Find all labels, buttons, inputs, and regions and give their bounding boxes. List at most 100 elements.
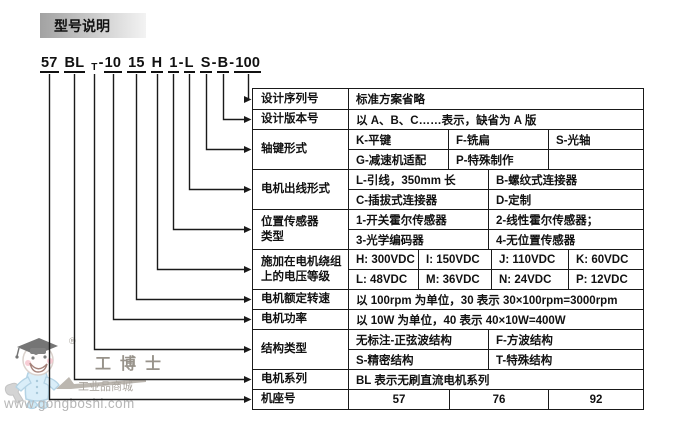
arrow-icon: [244, 346, 252, 353]
watermark: ® 工博士 工业品商城 www.gongboshi.com: [0, 330, 180, 427]
code-part-10: 10: [103, 55, 123, 73]
row-label: 结构类型: [253, 330, 349, 369]
table-cell: D-定制: [488, 190, 643, 209]
code-dash: -: [229, 55, 235, 71]
row-label: 电机功率: [253, 310, 349, 329]
table-cell: K-平键: [356, 134, 392, 147]
table-cell: 标准方案省略: [356, 94, 425, 106]
arrow-icon: [244, 146, 252, 153]
table-cell: S-光轴: [548, 130, 643, 149]
connector-line: [205, 74, 245, 151]
table-cell: 以 100rpm 为单位，30 表示 30×100rpm=3000rpm: [356, 294, 618, 307]
table-cell: L-引线，350mm 长: [356, 174, 456, 187]
brand-tagline: 工业品商城: [78, 381, 133, 393]
table-cell: 1-开关霍尔传感器: [356, 214, 447, 227]
table-cell: 3-光学编码器: [356, 234, 424, 247]
code-part-B: B: [216, 55, 230, 73]
code-part-57: 57: [40, 55, 59, 73]
code-part-100: 100: [234, 55, 262, 73]
table-cell: C-插拔式连接器: [356, 194, 438, 207]
connector-line: [188, 74, 245, 191]
table-cell: M: 36VDC: [418, 270, 491, 289]
row-label: 设计版本号: [253, 110, 349, 129]
row-label: 电机出线形式: [253, 170, 349, 209]
arrow-icon: [244, 116, 252, 123]
table-cell: S-精密结构: [356, 354, 414, 367]
row-label: 施加在电机绕组上的电压等级: [253, 250, 349, 289]
row-label: 设计序列号: [253, 89, 349, 109]
row-label: 轴键形式: [253, 130, 349, 169]
row-label: 电机额定转速: [253, 290, 349, 309]
connector-line: [135, 74, 245, 301]
table-cell: 2-线性霍尔传感器；: [488, 210, 643, 229]
table-cell: P: 12VDC: [568, 270, 643, 289]
table-row: 电机系列 BL 表示无刷直流电机系列: [253, 369, 643, 389]
row-label: 电机系列: [253, 370, 349, 389]
table-cell: H: 300VDC: [356, 253, 415, 266]
arrow-icon: [244, 226, 252, 233]
arrow-icon: [244, 266, 252, 273]
connector-line: [156, 74, 245, 271]
code-dash: -: [178, 55, 184, 71]
table-cell: [548, 150, 643, 169]
table-row: 设计序列号标准方案省略: [253, 89, 643, 109]
arrow-icon: [244, 186, 252, 193]
arrow-icon: [244, 316, 252, 323]
table-cell: F-铣扁: [448, 130, 548, 149]
table-cell: G-减速机适配: [356, 154, 427, 167]
model-code: 57 BL T-10 15 H 1-L S-B-100: [40, 55, 262, 74]
table-cell: K: 60VDC: [568, 250, 643, 269]
table-cell: I: 150VDC: [418, 250, 491, 269]
table-cell: T-特殊结构: [488, 350, 643, 369]
table-row: 电机出线形式 L-引线，350mm 长 B-螺纹式连接器 C-插拔式连接器 D-定制: [253, 169, 643, 209]
table-cell: 以 10W 为单位，40 表示 40×10W=400W: [356, 314, 566, 327]
connector-line: [112, 74, 245, 321]
arrow-icon: [244, 96, 252, 103]
brand-name: 工博士: [95, 356, 171, 373]
table-cell: 无标注-正弦波结构: [356, 334, 452, 347]
connector-line: [93, 74, 245, 351]
table-row: 位置传感器类型 1-开关霍尔传感器 2-线性霍尔传感器； 3-光学编码器 4-无位置传感…: [253, 209, 643, 249]
code-part-L: L: [183, 55, 195, 73]
arrow-icon: [244, 376, 252, 383]
arrow-icon: [244, 396, 252, 403]
table-cell: L: 48VDC: [356, 273, 408, 286]
code-part-T: T: [91, 62, 98, 73]
table-cell: B-螺纹式连接器: [488, 170, 643, 189]
table-cell: 76: [449, 390, 548, 409]
code-dash: -: [211, 55, 217, 71]
connector-line: [245, 74, 250, 101]
code-part-1: 1: [168, 55, 179, 73]
registered-mark: ®: [69, 336, 76, 346]
code-part-H: H: [150, 55, 164, 73]
section-title-box: 型号说明: [40, 13, 146, 38]
code-part-BL: BL: [63, 55, 86, 73]
row-label: 位置传感器类型: [253, 210, 349, 249]
table-cell: BL 表示无刷直流电机系列: [356, 374, 490, 387]
code-part-15: 15: [127, 55, 146, 73]
code-dash: -: [98, 55, 104, 71]
table-cell: 57: [392, 393, 406, 406]
arrow-icon: [244, 296, 252, 303]
table-cell: 4-无位置传感器: [488, 230, 643, 249]
section-title: 型号说明: [54, 17, 110, 34]
table-row: 结构类型无标注-正弦波结构 F-方波结构 S-精密结构 T-特殊结构: [253, 329, 643, 369]
table-row: 电机额定转速以 100rpm 为单位，30 表示 30×100rpm=3000r…: [253, 289, 643, 309]
table-cell: N: 24VDC: [491, 270, 568, 289]
table-cell: 92: [548, 390, 643, 409]
connector-line: [172, 74, 245, 231]
table-row: 电机功率以 10W 为单位，40 表示 40×10W=400W: [253, 309, 643, 329]
table-cell: F-方波结构: [488, 330, 643, 349]
code-part-S: S: [199, 55, 212, 73]
brand-url: www.gongboshi.com: [4, 396, 135, 411]
row-label: 机座号: [253, 390, 349, 409]
table-cell: 以 A、B、C……表示，缺省为 A 版: [356, 114, 537, 127]
table-cell: P-特殊制作: [448, 150, 548, 169]
table-row: 设计版本号以 A、B、C……表示，缺省为 A 版: [253, 109, 643, 129]
table-cell: J: 110VDC: [491, 250, 568, 269]
